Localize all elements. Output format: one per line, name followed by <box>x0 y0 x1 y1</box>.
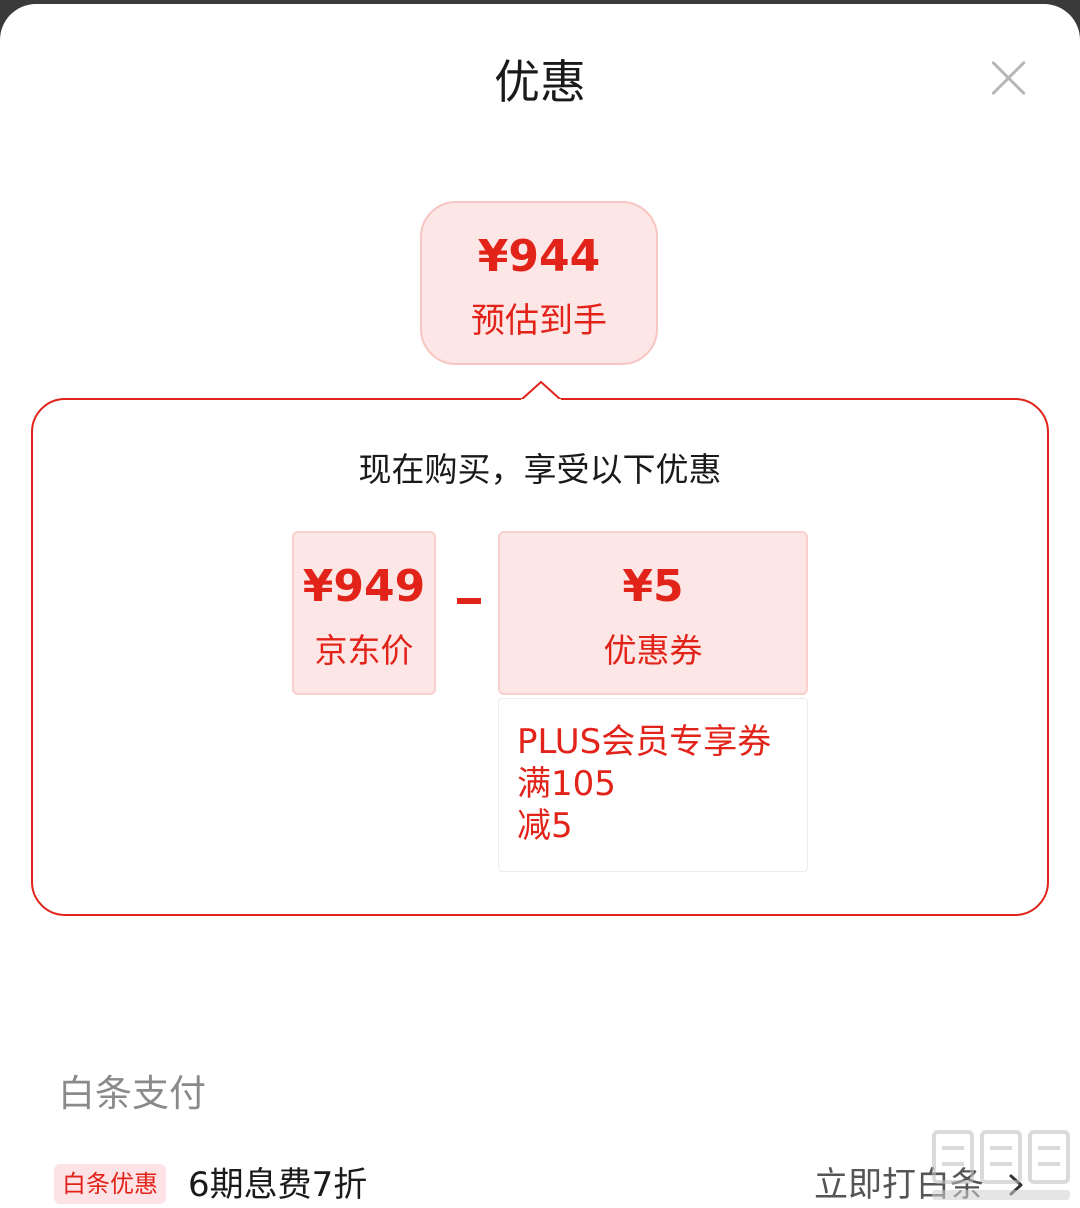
base-price-value: ¥949 <box>302 561 426 612</box>
coupon-label: 优惠券 <box>603 631 703 670</box>
coupon-tile: ¥5 优惠券 <box>498 531 808 695</box>
estimated-price: ¥944 <box>477 231 601 282</box>
estimated-price-bubble: ¥944 预估到手 <box>420 201 658 365</box>
estimated-price-label: 预估到手 <box>471 301 607 341</box>
sheet-title: 优惠 <box>494 55 586 109</box>
close-icon[interactable] <box>988 58 1028 98</box>
baitiao-badge: 白条优惠 <box>54 1164 166 1204</box>
coupon-value: ¥5 <box>622 561 684 612</box>
coupon-detail-text: PLUS会员专享券 满105 减5 <box>517 722 772 846</box>
base-price-label: 京东价 <box>314 631 414 670</box>
minus-operator <box>457 598 481 604</box>
coupon-detail-card: PLUS会员专享券 满105 减5 <box>498 698 808 872</box>
discount-heading: 现在购买，享受以下优惠 <box>358 450 722 489</box>
base-price-tile: ¥949 京东价 <box>292 531 436 695</box>
baitiao-section-title: 白条支付 <box>58 1072 206 1115</box>
watermark-logo <box>932 1130 1070 1200</box>
baitiao-promo-text: 6期息费7折 <box>188 1165 368 1205</box>
bubble-pointer <box>521 380 561 402</box>
discount-breakdown-box: 现在购买，享受以下优惠 ¥949 京东价 ¥5 优惠券 PLUS会员专享券 满1… <box>31 398 1049 916</box>
discount-sheet: 优惠 ¥944 预估到手 现在购买，享受以下优惠 ¥949 京东价 ¥5 优惠券… <box>0 4 1080 1208</box>
